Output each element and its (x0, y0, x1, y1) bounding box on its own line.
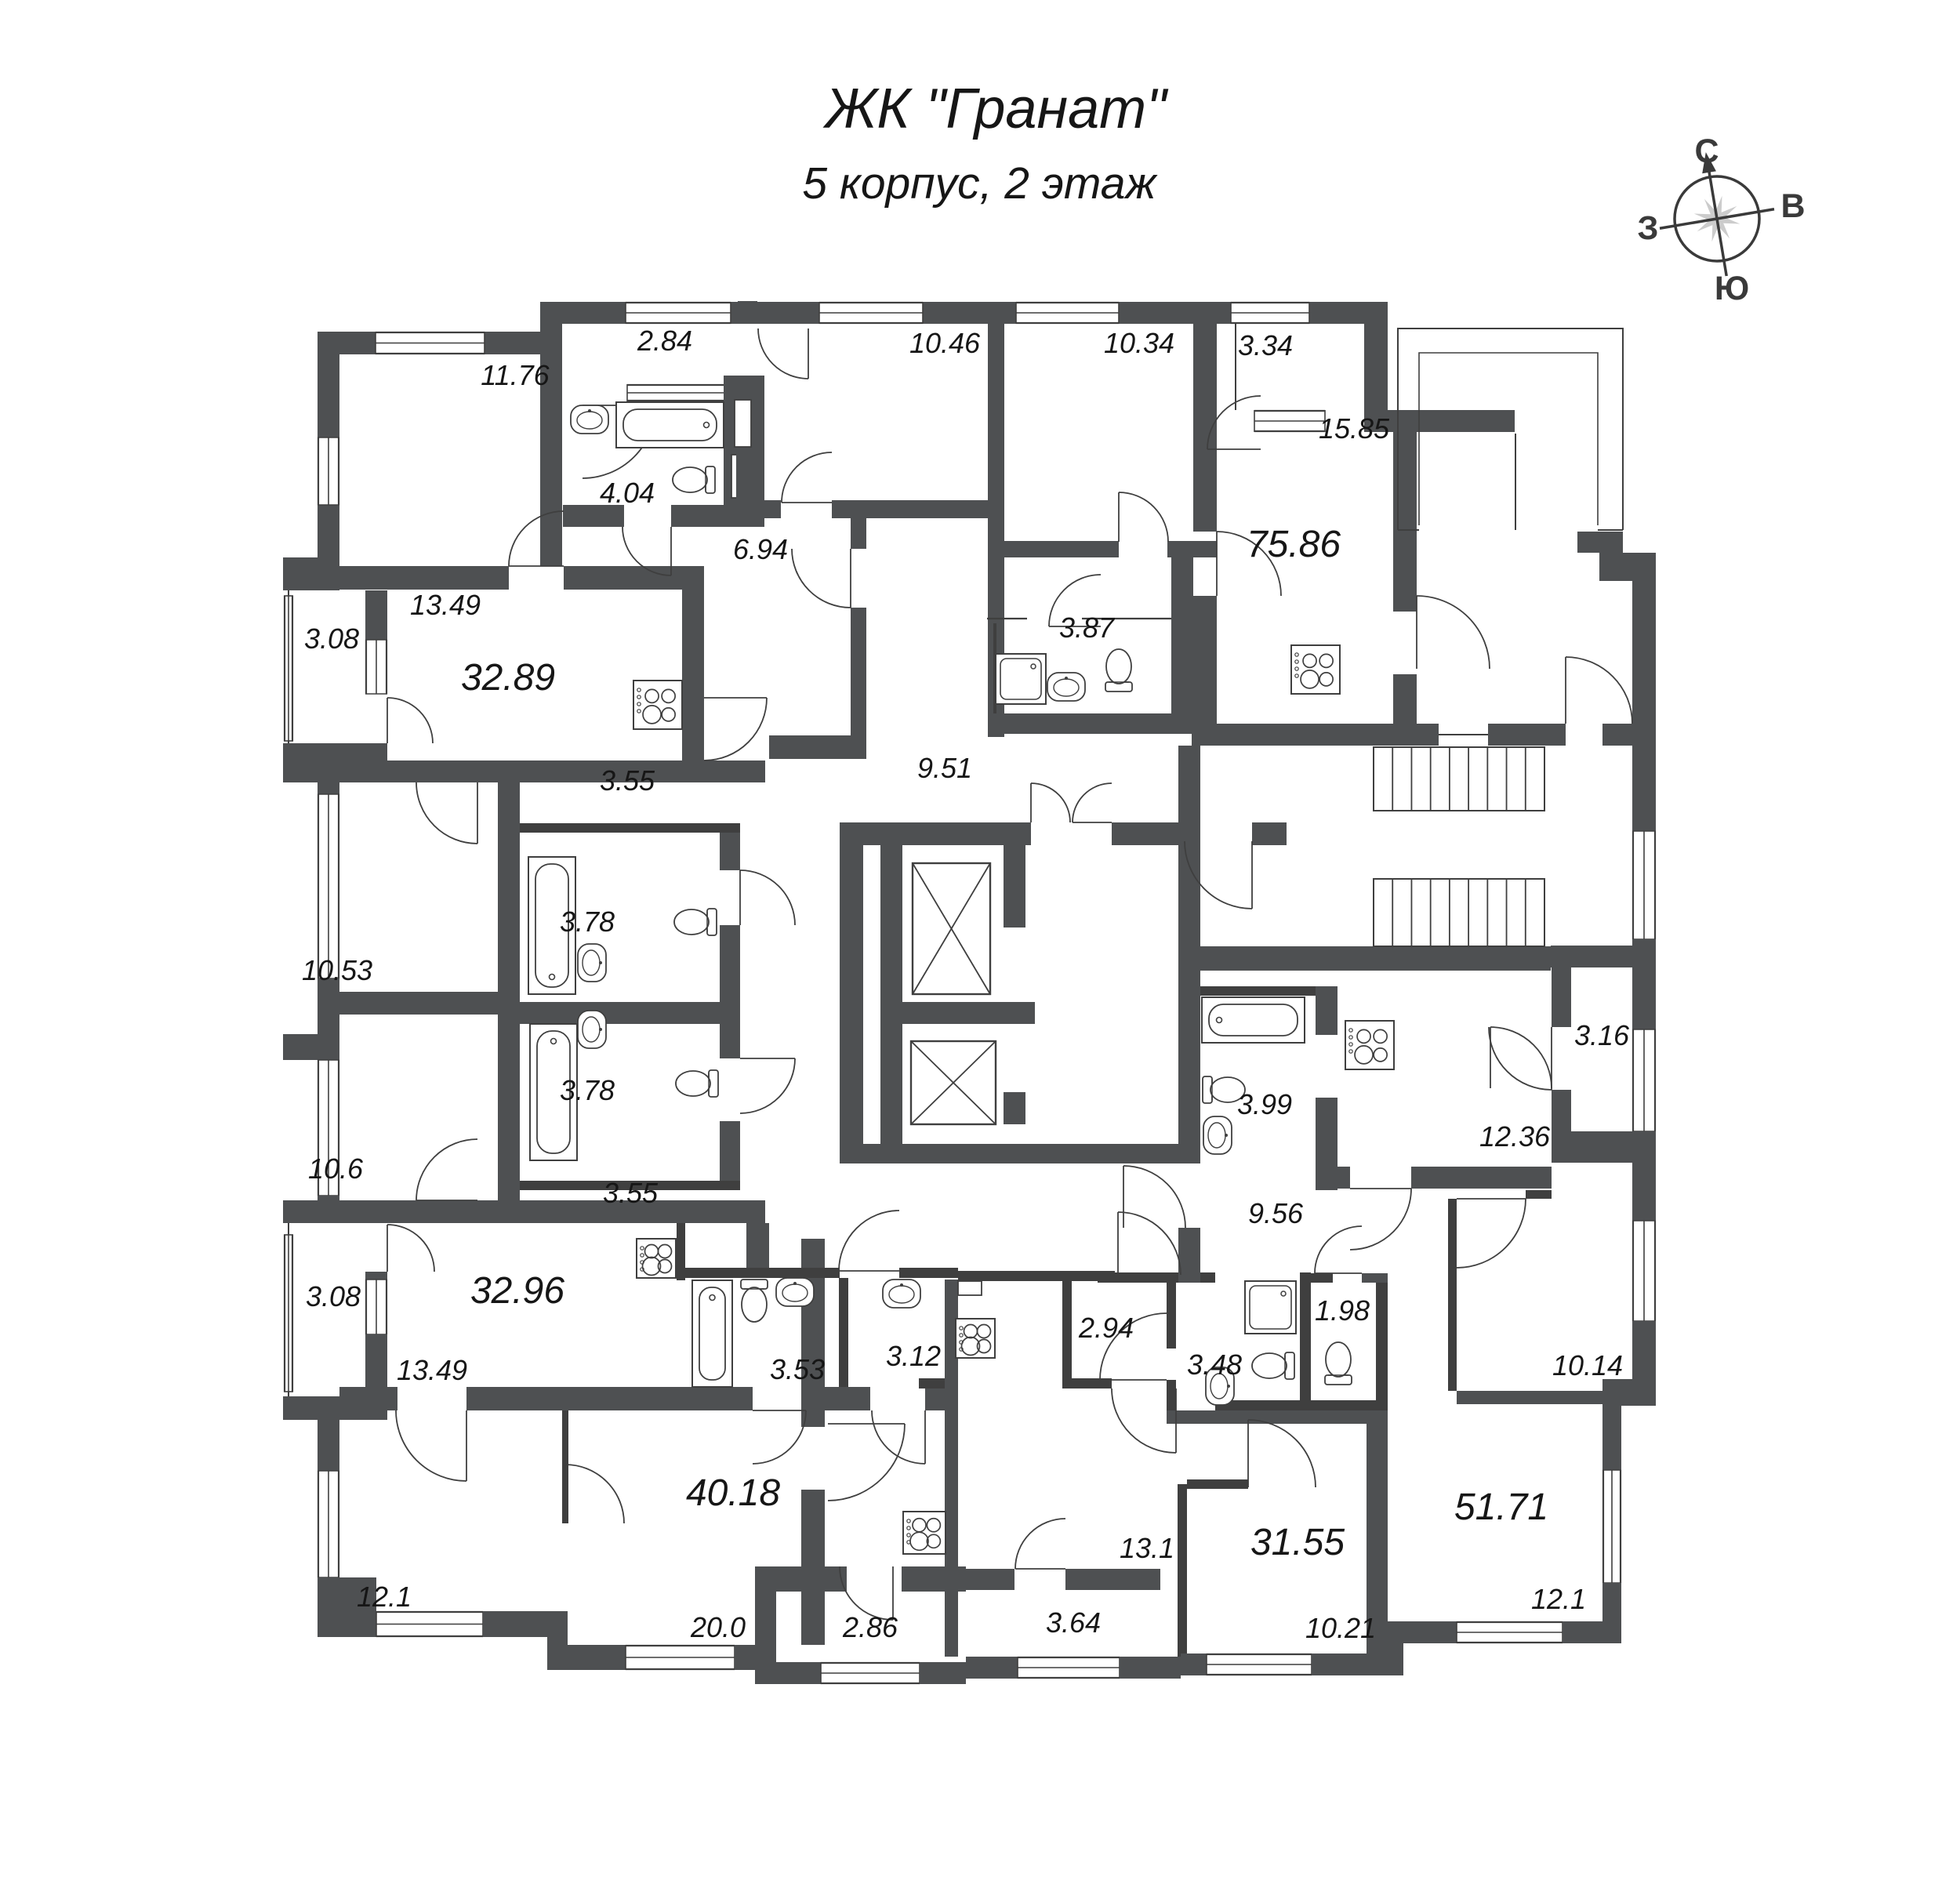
svg-text:10.21: 10.21 (1305, 1612, 1376, 1644)
svg-text:З: З (1638, 209, 1659, 247)
svg-text:3.78: 3.78 (560, 906, 615, 938)
svg-text:В: В (1780, 187, 1805, 225)
svg-text:3.55: 3.55 (603, 1177, 659, 1209)
svg-text:3.08: 3.08 (304, 623, 359, 655)
svg-text:3.34: 3.34 (1238, 329, 1293, 361)
svg-text:3.12: 3.12 (886, 1340, 941, 1372)
svg-text:10.53: 10.53 (302, 954, 372, 986)
svg-text:4.04: 4.04 (600, 477, 655, 509)
svg-text:9.51: 9.51 (917, 752, 972, 784)
svg-text:15.85: 15.85 (1319, 412, 1390, 445)
svg-text:3.99: 3.99 (1237, 1088, 1292, 1120)
svg-text:32.89: 32.89 (461, 657, 555, 699)
svg-text:Ю: Ю (1715, 270, 1749, 307)
svg-text:12.36: 12.36 (1479, 1120, 1551, 1153)
svg-text:9.56: 9.56 (1248, 1197, 1304, 1229)
svg-text:13.49: 13.49 (410, 589, 481, 621)
svg-text:32.96: 32.96 (470, 1270, 564, 1312)
svg-text:5 корпус, 2 этаж: 5 корпус, 2 этаж (802, 158, 1158, 209)
svg-text:2.94: 2.94 (1078, 1312, 1134, 1344)
svg-text:10.14: 10.14 (1552, 1349, 1623, 1381)
svg-text:3.78: 3.78 (560, 1074, 615, 1106)
svg-text:10.46: 10.46 (909, 327, 981, 359)
svg-text:3.53: 3.53 (770, 1353, 825, 1385)
svg-text:12.1: 12.1 (1531, 1583, 1586, 1615)
svg-text:3.55: 3.55 (600, 764, 655, 797)
svg-text:13.1: 13.1 (1120, 1532, 1174, 1564)
svg-text:40.18: 40.18 (686, 1472, 780, 1514)
svg-text:31.55: 31.55 (1250, 1522, 1345, 1563)
svg-text:3.08: 3.08 (306, 1280, 361, 1312)
svg-text:6.94: 6.94 (733, 533, 788, 565)
svg-text:11.76: 11.76 (481, 359, 550, 391)
svg-text:13.49: 13.49 (397, 1354, 467, 1386)
svg-text:3.87: 3.87 (1059, 612, 1116, 644)
svg-text:2.86: 2.86 (842, 1611, 898, 1643)
svg-text:2.84: 2.84 (637, 325, 692, 357)
svg-text:С: С (1694, 132, 1719, 170)
svg-text:75.86: 75.86 (1247, 524, 1341, 565)
svg-text:3.64: 3.64 (1046, 1606, 1101, 1639)
svg-text:1.98: 1.98 (1315, 1294, 1370, 1327)
svg-text:10.34: 10.34 (1104, 327, 1174, 359)
svg-text:12.1: 12.1 (357, 1581, 412, 1613)
svg-text:ЖК "Гранат": ЖК "Гранат" (822, 78, 1169, 140)
svg-text:3.16: 3.16 (1574, 1019, 1630, 1051)
svg-text:51.71: 51.71 (1454, 1487, 1548, 1528)
svg-text:3.48: 3.48 (1187, 1349, 1242, 1381)
svg-text:10.6: 10.6 (308, 1153, 364, 1185)
svg-text:20.0: 20.0 (690, 1611, 746, 1643)
